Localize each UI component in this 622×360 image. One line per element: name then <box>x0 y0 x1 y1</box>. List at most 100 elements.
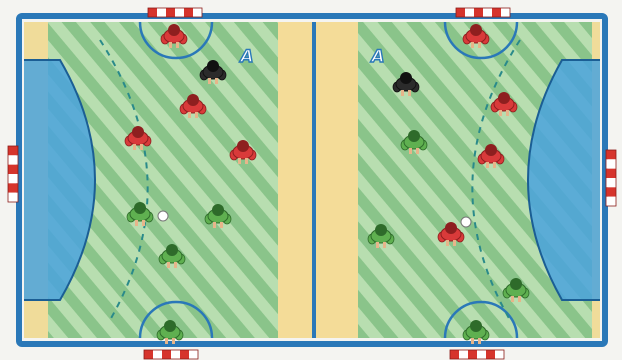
right-player-4-head <box>408 130 420 142</box>
left-player-6-left-leg <box>135 220 138 226</box>
bottom-right-goal-segment <box>495 350 504 359</box>
top-left-goal-segment <box>166 8 175 17</box>
right-player-4-left-leg <box>409 148 412 154</box>
left-player-7-right-leg <box>220 222 223 228</box>
right-player-2-head <box>400 72 412 84</box>
right-ball <box>461 217 471 227</box>
right-player-3-right-leg <box>506 110 509 116</box>
top-left-goal-segment <box>193 8 202 17</box>
top-right-goal <box>456 8 510 17</box>
right-player-6-right-leg <box>383 242 386 248</box>
top-left-goal-segment <box>157 8 166 17</box>
right-player-9-left-leg <box>471 338 474 344</box>
right-substitution-zone <box>316 22 358 338</box>
left-player-1-left-leg <box>169 42 172 48</box>
caption <box>0 0 622 8</box>
top-right-goal-segment <box>474 8 483 17</box>
bottom-right-goal-segment <box>477 350 486 359</box>
left-player-8-head <box>166 244 178 256</box>
bottom-left-goal-segment <box>144 350 153 359</box>
right-player-6-left-leg <box>376 242 379 248</box>
bottom-left-goal-segment <box>162 350 171 359</box>
right-goal-segment <box>606 159 616 168</box>
right-player-7-head <box>445 222 457 234</box>
top-left-goal <box>148 8 202 17</box>
left-substitution-zone <box>278 22 312 338</box>
center-line <box>312 22 316 338</box>
bottom-right-goal-segment <box>468 350 477 359</box>
right-goal-segment <box>606 178 616 187</box>
top-right-goal-segment <box>492 8 501 17</box>
bottom-left-goal-segment <box>171 350 180 359</box>
right-panel <box>316 22 600 338</box>
bottom-left-goal-segment <box>189 350 198 359</box>
right-player-1-head <box>470 24 482 36</box>
right-player-4-right-leg <box>416 148 419 154</box>
right-player-5-left-leg <box>486 162 489 168</box>
right-player-6-head <box>375 224 387 236</box>
left-player-1-head <box>168 24 180 36</box>
top-right-goal-segment <box>483 8 492 17</box>
left-player-7-left-leg <box>213 222 216 228</box>
right-player-9-right-leg <box>478 338 481 344</box>
left-player-2-left-leg <box>208 78 211 84</box>
left-player-6-head <box>134 202 146 214</box>
left-player-2-head <box>207 60 219 72</box>
bottom-right-goal-segment <box>486 350 495 359</box>
left-goal-segment <box>8 174 18 183</box>
left-player-5-left-leg <box>238 158 241 164</box>
left-player-1-right-leg <box>176 42 179 48</box>
left-player-9-right-leg <box>172 338 175 344</box>
left-goal-segment <box>8 165 18 174</box>
bottom-right-goal-segment <box>450 350 459 359</box>
right-player-3-left-leg <box>499 110 502 116</box>
right-player-3-head <box>498 92 510 104</box>
top-left-goal-segment <box>184 8 193 17</box>
right-goal <box>606 150 616 206</box>
left-goal <box>8 146 18 202</box>
panel-label-2: A <box>369 47 384 67</box>
right-player-5-right-leg <box>493 162 496 168</box>
right-player-9-head <box>470 320 482 332</box>
left-player-7-head <box>212 204 224 216</box>
right-player-8-head <box>510 278 522 290</box>
top-right-goal-segment <box>456 8 465 17</box>
right-player-7-left-leg <box>446 240 449 246</box>
right-player-2-right-leg <box>408 90 411 96</box>
left-player-4-head <box>132 126 144 138</box>
left-player-5-right-leg <box>245 158 248 164</box>
left-player-3-right-leg <box>195 112 198 118</box>
right-player-2-left-leg <box>401 90 404 96</box>
left-panel <box>24 22 312 338</box>
left-player-4-right-leg <box>140 144 143 150</box>
left-ball <box>158 211 168 221</box>
panel-label-1: A <box>238 47 253 67</box>
top-left-goal-segment <box>148 8 157 17</box>
right-goal-segment <box>606 169 616 178</box>
left-goal-segment <box>8 193 18 202</box>
left-player-9-left-leg <box>165 338 168 344</box>
left-goal-segment <box>8 155 18 164</box>
left-player-5-head <box>237 140 249 152</box>
right-player-7-right-leg <box>453 240 456 246</box>
left-player-8-left-leg <box>167 262 170 268</box>
bottom-left-goal <box>144 350 198 359</box>
right-goal-segment <box>606 197 616 206</box>
left-player-4-left-leg <box>133 144 136 150</box>
left-goal-segment <box>8 183 18 192</box>
left-player-8-right-leg <box>174 262 177 268</box>
right-player-8-right-leg <box>518 296 521 302</box>
left-player-2-right-leg <box>215 78 218 84</box>
top-left-goal-segment <box>175 8 184 17</box>
right-goal-segment <box>606 187 616 196</box>
bottom-left-goal-segment <box>153 350 162 359</box>
left-player-9-head <box>164 320 176 332</box>
right-player-8-left-leg <box>511 296 514 302</box>
right-player-5-head <box>485 144 497 156</box>
left-player-3-left-leg <box>188 112 191 118</box>
bottom-left-goal-segment <box>180 350 189 359</box>
top-right-goal-segment <box>465 8 474 17</box>
bottom-right-goal <box>450 350 504 359</box>
